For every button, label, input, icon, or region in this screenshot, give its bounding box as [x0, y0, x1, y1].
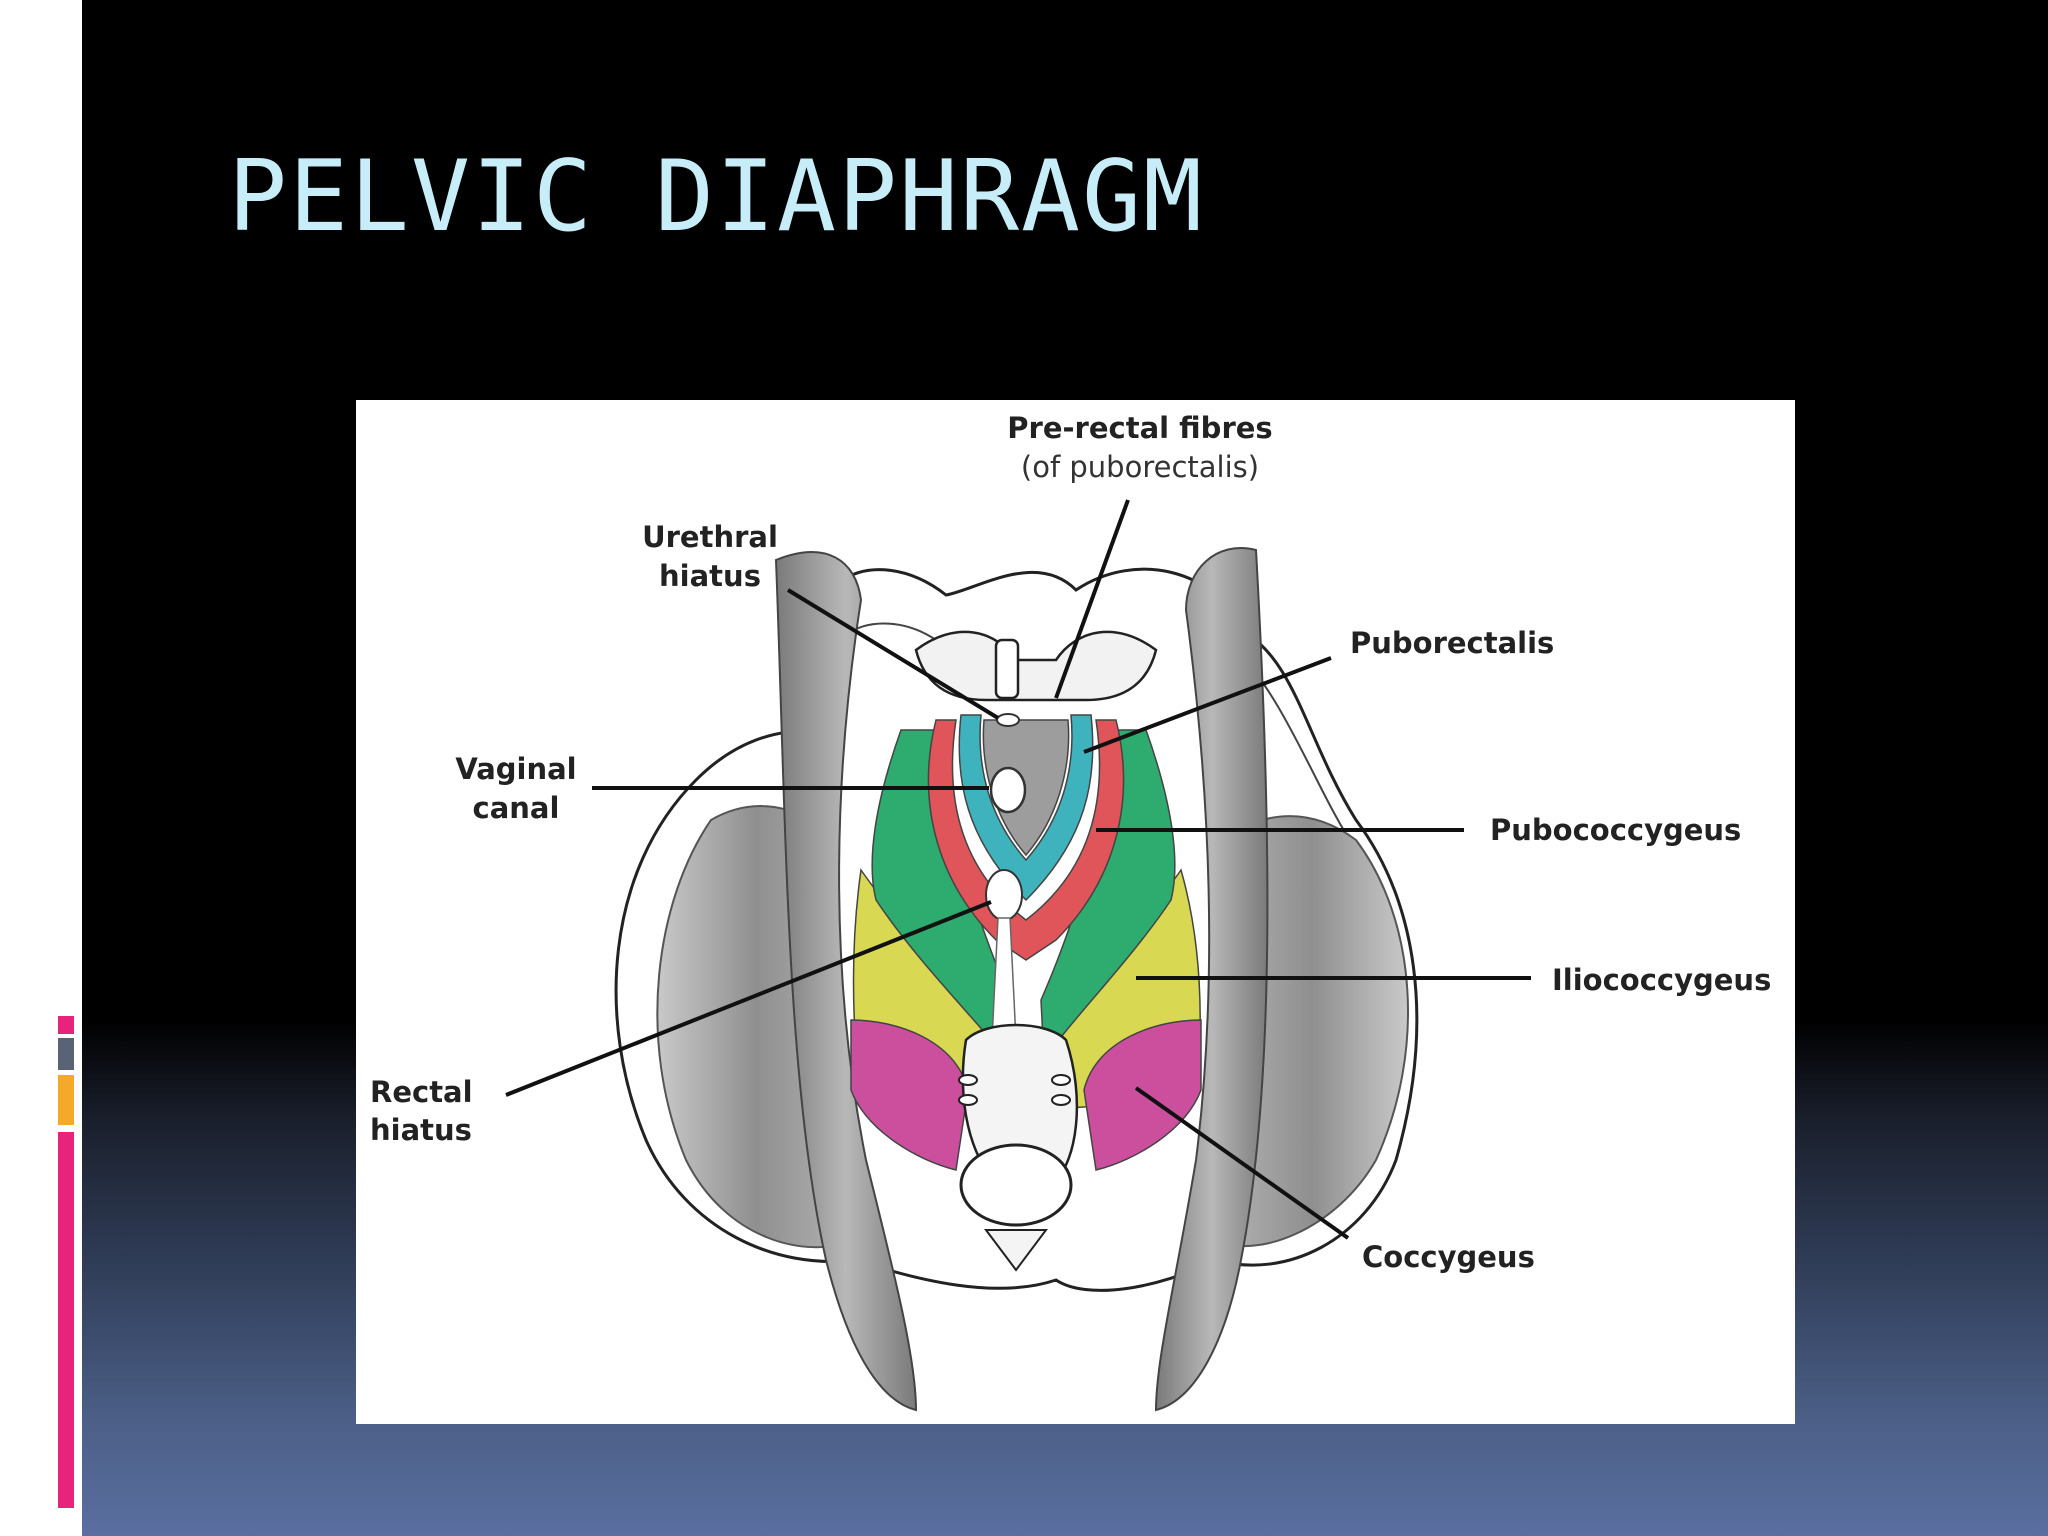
sacral-foramen-3 [1051, 1074, 1071, 1086]
label-pubococcygeus: Pubococcygeus [1490, 813, 1741, 847]
label-urethral-hiatus-line1: Urethral [642, 520, 778, 554]
accent-bar-pink-long [58, 1132, 74, 1508]
sacral-body [959, 1143, 1073, 1227]
label-coccygeus: Coccygeus [1362, 1240, 1535, 1274]
page-title: PELVIC DIAPHRAGM [228, 140, 1205, 254]
label-pre-rectal-fibres: Pre-rectal fibres [1007, 411, 1272, 445]
label-vaginal-canal-line2: canal [473, 791, 560, 825]
label-puborectalis: Puborectalis [1350, 626, 1554, 660]
label-urethral-hiatus-line2: hiatus [659, 559, 761, 593]
vaginal-opening [989, 766, 1027, 814]
label-rectal-hiatus-line1: Rectal [370, 1075, 473, 1109]
puborectalis-muscle [927, 719, 1125, 961]
leader-pre-rectal-fibres [1054, 499, 1130, 699]
label-iliococcygeus: Iliococcygeus [1552, 963, 1771, 997]
pelvic-diaphragm-figure: Pre-rectal fibres (of puborectalis) Uret… [356, 400, 1795, 1424]
leader-rectal-hiatus [505, 900, 992, 1097]
pelvic-diaphragm-diagram: Pre-rectal fibres (of puborectalis) Uret… [370, 411, 1771, 1412]
left-tendinous-band [774, 551, 918, 1412]
leader-urethral-hiatus [786, 588, 1000, 720]
title-bars-icon [46, 152, 82, 234]
rectal-opening [985, 869, 1023, 921]
leader-puborectalis [1083, 656, 1332, 754]
pre-rectal-fibres [958, 714, 1094, 902]
label-pre-rectal-fibres-sub: (of puborectalis) [1021, 450, 1259, 484]
accent-bar-gray [58, 1038, 74, 1070]
label-rectal-hiatus-line2: hiatus [370, 1113, 472, 1147]
coccyx-tip [984, 1229, 1048, 1272]
sacral-foramen-2 [958, 1094, 978, 1106]
accent-bar-orange [58, 1075, 74, 1125]
urethral-opening [996, 713, 1020, 727]
leader-coccygeus [1134, 1086, 1350, 1240]
sacral-foramen-1 [958, 1074, 978, 1086]
sacrum-coccyx [961, 1023, 1079, 1182]
label-vaginal-canal-line1: Vaginal [455, 752, 576, 786]
coccygeus-muscle-left [850, 1019, 969, 1171]
sacral-foramen-4 [1051, 1094, 1071, 1106]
accent-bar-pink-top [58, 1016, 74, 1034]
symphysis-joint [994, 638, 1020, 700]
